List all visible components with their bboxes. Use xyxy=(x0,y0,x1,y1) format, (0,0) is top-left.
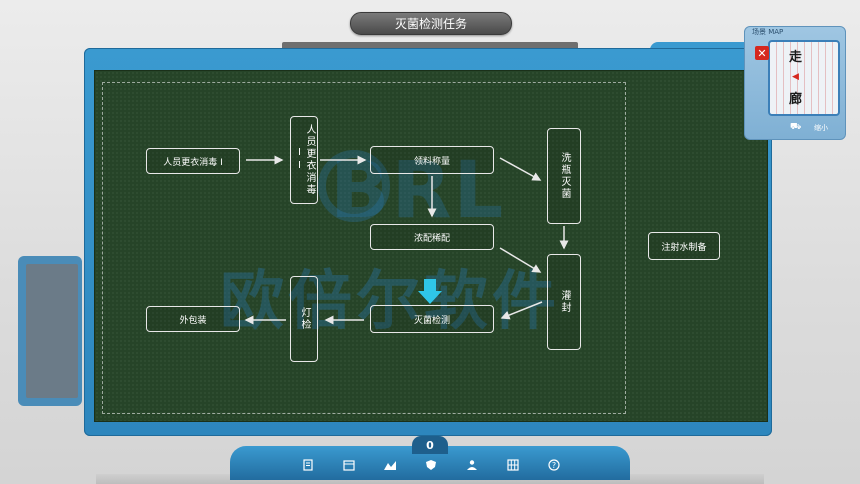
help-icon[interactable]: ? xyxy=(547,458,561,472)
arrow-weighing-to-wash xyxy=(499,157,542,181)
svg-text:?: ? xyxy=(552,461,556,470)
watermark-globe-icon xyxy=(318,150,390,222)
task-title: 灭菌检测任务 xyxy=(350,12,512,35)
document-icon[interactable] xyxy=(301,458,315,472)
step-bottle-washing[interactable]: 洗瓶灭菌 xyxy=(547,128,581,224)
score-counter: 0 xyxy=(412,436,448,454)
current-step-arrow-icon xyxy=(418,279,442,304)
shield-icon[interactable] xyxy=(424,458,438,472)
arrow-mixing-to-fillseal xyxy=(499,247,542,273)
close-minimap-button[interactable]: ✕ xyxy=(755,46,769,60)
step-personnel-disinfection-2[interactable]: 人员更衣消毒II xyxy=(290,116,318,204)
chart-icon[interactable] xyxy=(383,458,397,472)
step-fill-seal[interactable]: 灌封 xyxy=(547,254,581,350)
calendar-icon[interactable] xyxy=(342,458,356,472)
chalkboard xyxy=(94,70,768,422)
player-position-icon: ◀ xyxy=(792,72,799,82)
minimap-toggle-icon[interactable]: ⛟ xyxy=(790,122,802,132)
arrow-fillseal-to-sterile xyxy=(500,301,543,320)
step-injection-water[interactable]: 注射水制备 xyxy=(648,232,720,260)
minimap-title: 场景 MAP xyxy=(752,28,784,36)
minimap-label-top: 走 xyxy=(789,50,803,65)
step-mixing[interactable]: 浓配稀配 xyxy=(370,224,494,250)
top-divider-bar xyxy=(282,42,578,52)
person-icon[interactable] xyxy=(465,458,479,472)
step-sterility-test[interactable]: 灭菌检测 xyxy=(370,305,494,333)
minimap-view[interactable] xyxy=(768,40,840,116)
left-side-panel-screen xyxy=(26,264,78,398)
step-light-inspection[interactable]: 灯检 xyxy=(290,276,318,362)
cleanroom-boundary xyxy=(102,82,626,414)
step-personnel-disinfection-1[interactable]: 人员更衣消毒 I xyxy=(146,148,240,174)
watermark-company-text: 欧倍尔软件 xyxy=(220,265,560,339)
minimap-zoom-out-button[interactable]: 缩小 xyxy=(814,124,828,132)
minimap-label-bottom: 廊 xyxy=(789,92,803,107)
step-outer-packaging[interactable]: 外包装 xyxy=(146,306,240,332)
grid-icon[interactable] xyxy=(506,458,520,472)
step-weighing[interactable]: 领料称量 xyxy=(370,146,494,174)
